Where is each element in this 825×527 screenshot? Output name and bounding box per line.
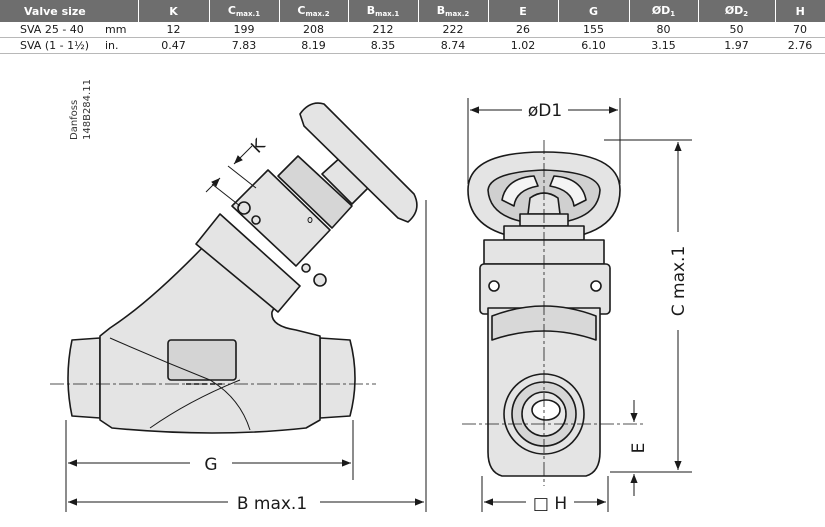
- spindle-cap: [277, 155, 353, 229]
- dimension-h: [481, 476, 609, 512]
- h-label: □ H: [533, 494, 567, 514]
- header-valve-size: Valve size: [0, 0, 139, 22]
- dimensions-table: Valve size K Cmax.1 Cmax.2 Bmax.1 Bmax.2…: [0, 0, 825, 54]
- bolt: [237, 201, 251, 215]
- cell-g: 155: [558, 22, 629, 38]
- cell-b-max2: 222: [418, 22, 488, 38]
- bonnet-collar: [195, 213, 301, 313]
- bolt: [251, 215, 261, 225]
- cell-b-max2: 8.74: [418, 37, 488, 54]
- header-b-max1: Bmax.1: [348, 0, 419, 22]
- k-arrow: [233, 145, 253, 165]
- cell-b-max1: 8.35: [348, 37, 418, 54]
- k-extension-line: [227, 165, 257, 189]
- row-unit: mm: [99, 22, 138, 38]
- valve-body: [99, 235, 321, 434]
- e-label: E: [629, 443, 649, 454]
- pipe-port-highlight: [531, 399, 561, 421]
- drawing-reference: Danfoss 148B284.11: [69, 79, 93, 140]
- c-max1-label: C max.1: [669, 246, 689, 317]
- cell-c-max1: 7.83: [209, 37, 279, 54]
- k-label: K: [247, 135, 270, 158]
- handwheel: [299, 102, 418, 223]
- d1-label: øD1: [528, 101, 562, 121]
- left-pipe-end: [67, 337, 101, 419]
- right-pipe-end: [319, 337, 356, 419]
- cell-k: 0.47: [138, 37, 209, 54]
- row-name: SVA (1 - 1½): [0, 37, 99, 54]
- header-d1: ØD1: [629, 0, 699, 22]
- cell-c-max2: 8.19: [279, 37, 348, 54]
- b-max1-label: B max.1: [237, 494, 307, 514]
- dimension-d1: [467, 98, 621, 184]
- cell-c-max1: 199: [209, 22, 279, 38]
- header-c-max1: Cmax.1: [209, 0, 280, 22]
- ref-line-2: 148B284.11: [82, 79, 93, 140]
- k-extension-line: [211, 183, 241, 207]
- body-shoulder: [491, 305, 597, 341]
- cell-d2: 50: [698, 22, 775, 38]
- body-contour: [109, 337, 251, 431]
- table-row: SVA 25 - 40 mm 12 199 208 212 222 26 155…: [0, 22, 825, 38]
- flange-bolt: [488, 280, 500, 292]
- cell-d2: 1.97: [698, 37, 775, 54]
- cell-h: 70: [775, 22, 825, 38]
- dimension-c-max1: [604, 139, 692, 473]
- bonnet-mark: [307, 217, 313, 223]
- label-plate: [167, 339, 237, 381]
- cell-h: 2.76: [775, 37, 825, 54]
- cell-d1: 3.15: [629, 37, 698, 54]
- k-arrow: [205, 177, 221, 193]
- cell-c-max2: 208: [279, 22, 348, 38]
- flange-bolt: [590, 280, 602, 292]
- dimension-b-max1: [65, 200, 427, 512]
- dimension-k: [205, 145, 257, 207]
- cell-e: 26: [488, 22, 558, 38]
- header-k: K: [138, 0, 210, 22]
- header-h: H: [775, 0, 825, 22]
- g-label: G: [204, 455, 217, 475]
- header-b-max2: Bmax.2: [418, 0, 489, 22]
- row-unit: in.: [99, 37, 138, 54]
- valve-side-view: [67, 102, 418, 434]
- table-header-row: Valve size K Cmax.1 Cmax.2 Bmax.1 Bmax.2…: [0, 0, 825, 22]
- row-name: SVA 25 - 40: [0, 22, 99, 38]
- bolt: [313, 273, 327, 287]
- cell-b-max1: 212: [348, 22, 418, 38]
- cell-g: 6.10: [558, 37, 629, 54]
- bolt: [301, 263, 311, 273]
- header-d2: ØD2: [698, 0, 776, 22]
- header-g: G: [558, 0, 630, 22]
- header-e: E: [488, 0, 559, 22]
- ref-line-1: Danfoss: [69, 100, 80, 140]
- cell-d1: 80: [629, 22, 698, 38]
- bonnet-housing: [231, 169, 331, 267]
- cell-e: 1.02: [488, 37, 558, 54]
- header-c-max2: Cmax.2: [279, 0, 349, 22]
- table-row: SVA (1 - 1½) in. 0.47 7.83 8.19 8.35 8.7…: [0, 37, 825, 54]
- handwheel-slot: [549, 175, 587, 207]
- dimension-g: [65, 420, 354, 480]
- handwheel-slot: [501, 175, 539, 207]
- cell-k: 12: [138, 22, 209, 38]
